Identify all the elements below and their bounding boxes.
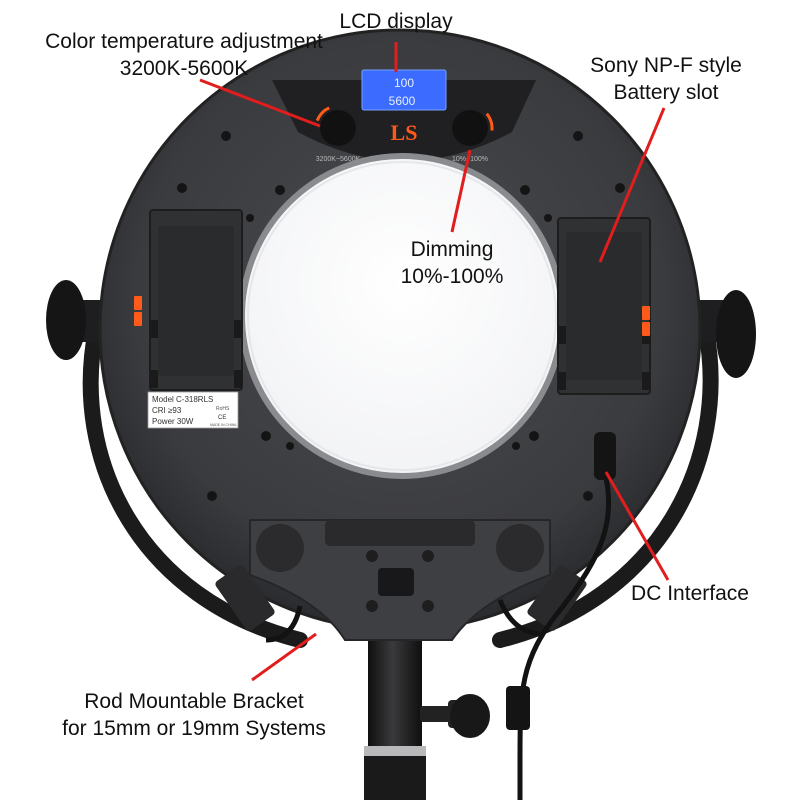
callout-color-temperature-line2: 3200K-5600K [119, 57, 249, 80]
spec-label: Model C-318RLS CRI ≥93 Power 30W RoHS CE… [147, 391, 239, 429]
ring-screw-holes [177, 131, 625, 501]
callout-dc-interface-text: DC Interface [631, 582, 749, 605]
lcd-screen [361, 69, 447, 111]
callout-rod-bracket: Rod Mountable Bracket for 15mm or 19mm S… [62, 688, 326, 742]
callout-line-dimming [450, 149, 472, 233]
callout-line-color-temp [199, 78, 321, 128]
spec-rohs: RoHS [216, 406, 230, 412]
callout-dimming-line2: 10%-100% [400, 265, 504, 288]
lcd-temperature-readout: 5600 [389, 94, 416, 108]
callout-dc-interface: DC Interface [631, 580, 749, 607]
stand-clamp-silver [364, 746, 426, 756]
battery-plate-right [557, 217, 651, 395]
callout-battery-slot-line2: Battery slot [613, 81, 719, 104]
battery-plate-left [149, 209, 243, 391]
bracket-clamp-right [527, 565, 587, 631]
knob-color-temperature [320, 110, 356, 146]
knob-dimming [452, 110, 488, 146]
callout-color-temperature: Color temperature adjustment 3200K-5600K [45, 28, 323, 82]
spec-model: Model C-318RLS [152, 395, 213, 404]
ring-center-opening [242, 156, 562, 476]
knob-right-label: 10%~100% [452, 156, 488, 163]
callout-lines [199, 42, 670, 682]
callout-battery-slot-line1: Sony NP-F style [590, 54, 742, 77]
bracket-clamp-left [215, 565, 275, 631]
lcd-brightness-readout: 100 [394, 76, 414, 90]
callout-lcd-display-text: LCD display [339, 10, 453, 33]
stand-knob [450, 694, 490, 738]
spec-made: MADE IN CHINA [210, 423, 237, 427]
callout-line-dc [604, 471, 670, 581]
spec-ce: CE [218, 415, 226, 421]
ls-logo: LS [391, 120, 418, 145]
callout-line-battery [598, 107, 666, 263]
callout-color-temperature-line1: Color temperature adjustment [45, 30, 323, 53]
callout-dimming-line1: Dimming [410, 238, 494, 261]
spec-cri: CRI ≥93 [152, 406, 182, 415]
callout-rod-bracket-line1: Rod Mountable Bracket [84, 690, 304, 713]
knob-right [716, 290, 756, 378]
spec-power: Power 30W [152, 417, 194, 426]
knob-left-label: 3200K~5600K [316, 156, 361, 163]
dc-plug [594, 432, 616, 480]
callout-lcd-display: LCD display [339, 8, 452, 35]
knob-left [46, 280, 86, 360]
callout-line-bracket [251, 632, 317, 682]
callout-dimming: Dimming 10%-100% [401, 236, 504, 290]
callout-battery-slot: Sony NP-F style Battery slot [590, 52, 742, 106]
callout-rod-bracket-line2: for 15mm or 19mm Systems [62, 717, 326, 740]
